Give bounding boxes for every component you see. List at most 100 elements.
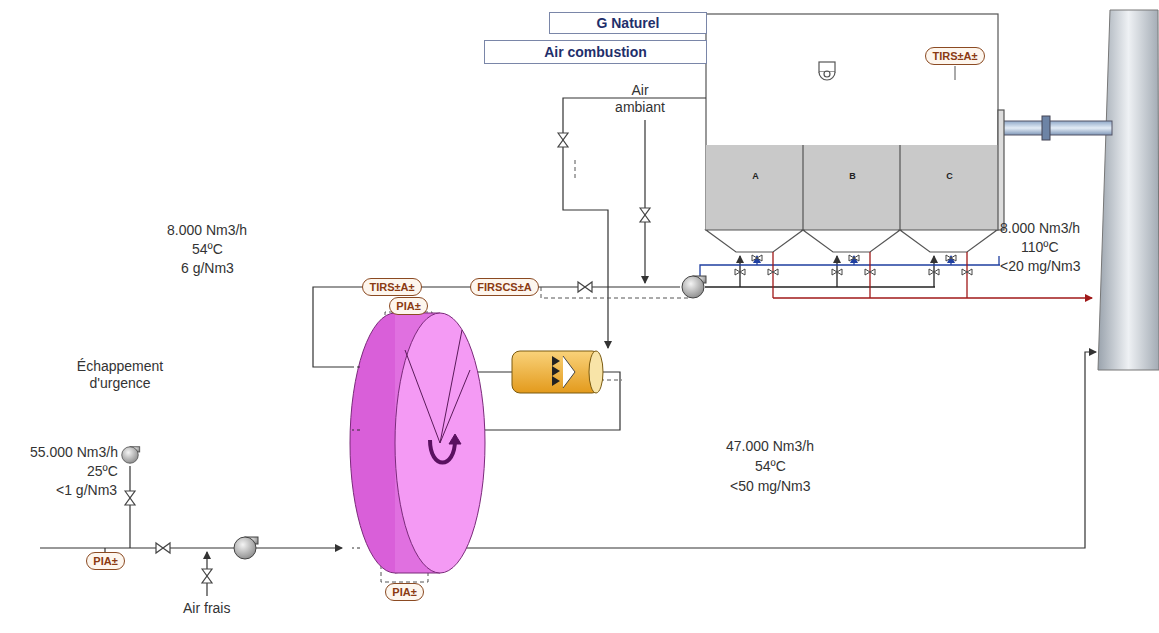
stream-label: Échappement d'urgence [55, 358, 185, 392]
rto-oxidizer-part [899, 145, 900, 230]
instrument-bubble: FIRSCS±A [470, 278, 539, 296]
concentrator-rotor-part [405, 330, 470, 443]
node-text: PIA± [396, 300, 420, 312]
node-text: G Naturel [596, 15, 659, 31]
flow-value: 8.000 Nm3/h [1000, 220, 1080, 237]
purge-lines-part [998, 256, 999, 265]
purge-lines-part [772, 252, 773, 298]
chamber-valves [735, 255, 972, 275]
rto-oxidizer-part [706, 145, 998, 230]
concentration-value: <50 mg/Nm3 [730, 478, 811, 495]
node-text: PIA± [93, 555, 117, 567]
process-lines-part [440, 352, 1096, 548]
flow-value: 55.000 Nm3/h [30, 444, 118, 461]
concentrator-rotor [350, 313, 485, 573]
signal-lines-part [600, 380, 622, 381]
instrument-bubble: TIRS±A± [925, 47, 985, 65]
node-text: PIA± [392, 586, 416, 598]
process-lines-part [563, 98, 706, 348]
chamber-valves-part [962, 269, 972, 275]
node-text: B [849, 171, 856, 181]
rto-oxidizer-part [802, 145, 803, 230]
line-valves-part [125, 491, 135, 505]
chamber-valves-part [849, 255, 859, 261]
rto-oxidizer [706, 14, 1004, 252]
stack [998, 10, 1159, 370]
instrument-bubble: TIRS±A± [362, 278, 422, 296]
node-text: FIRSCS±A [477, 281, 531, 293]
concentrator-rotor-part [352, 367, 360, 548]
concentrator-rotor-part [395, 313, 485, 573]
concentrator-rotor-part [449, 434, 461, 444]
rto-oxidizer-part [819, 72, 835, 80]
signal-lines-part [541, 276, 690, 298]
temperature-value: 110ºC [1021, 239, 1059, 256]
rto-oxidizer-part [706, 14, 998, 230]
instrument-bubble: PIA± [385, 583, 424, 601]
purge-lines-part [700, 265, 1000, 276]
heater-part [589, 351, 603, 393]
purge-lines-part [966, 252, 967, 298]
line-valves-part [202, 569, 212, 583]
chamber-valves-part [946, 255, 956, 261]
rto-oxidizer-part [824, 71, 830, 77]
fans-part [122, 447, 140, 464]
chamber-valves-part [735, 269, 745, 275]
chamber-valves-part [929, 269, 939, 275]
supply-box: Air combustion [484, 40, 707, 64]
line-valves-part [640, 208, 650, 222]
concentration-value: 6 g/Nm3 [181, 260, 234, 277]
stream-label: Air frais [183, 600, 230, 617]
fans-part [122, 447, 140, 464]
rto-oxidizer-part [706, 230, 803, 252]
flow-value: 47.000 Nm3/h [726, 438, 814, 455]
fans-part [682, 276, 706, 298]
stack-part [1098, 10, 1159, 370]
instrument-bubble: PIA± [86, 552, 125, 570]
node-text: TIRS±A± [369, 281, 414, 293]
stack-part [998, 121, 1112, 135]
chamber-valves-part [865, 269, 875, 275]
purge-lines-part [773, 297, 1092, 298]
rto-oxidizer-part [998, 110, 1004, 230]
node-text: C [946, 171, 953, 181]
chamber-valves-part [768, 269, 778, 275]
chamber-label: B [846, 170, 859, 182]
concentration-value: <20 mg/Nm3 [1000, 258, 1081, 275]
rto-oxidizer-part [803, 230, 900, 252]
chamber-label: C [943, 170, 956, 182]
node-text: Air combustion [544, 44, 647, 60]
heater-part [552, 356, 560, 386]
instrument-stems [955, 66, 956, 80]
purge-lines [700, 252, 1092, 298]
temperature-value: 54ºC [755, 458, 786, 475]
temperature-value: 25ºC [87, 463, 118, 480]
signal-lines-part [575, 160, 576, 180]
chamber-valves-part [752, 255, 762, 261]
instrument-stems-part [955, 66, 956, 80]
node-text: A [752, 171, 759, 181]
node-text: TIRS±A± [932, 50, 977, 62]
supply-box: G Naturel [549, 12, 707, 34]
line-valves-part [558, 133, 568, 147]
purge-lines-part [869, 252, 870, 298]
stream-label: Air ambiant [609, 82, 671, 116]
stack-part [1042, 116, 1050, 140]
chamber-valves-part [832, 269, 842, 275]
heater-part [512, 351, 600, 393]
signal-lines [381, 160, 690, 582]
process-lines [40, 98, 1096, 596]
heater [512, 351, 603, 393]
fans-part [234, 537, 258, 559]
line-valves-part [578, 282, 592, 292]
heater-part [563, 356, 575, 388]
temperature-value: 54ºC [192, 241, 223, 258]
line-valves-part [156, 543, 170, 553]
process-lines-part [644, 120, 645, 283]
instrument-bubble: PIA± [389, 297, 428, 315]
rto-oxidizer-part [900, 230, 997, 252]
line-valves [125, 133, 650, 583]
process-lines-part [129, 466, 130, 548]
flow-value: 8.000 Nm3/h [167, 222, 247, 239]
